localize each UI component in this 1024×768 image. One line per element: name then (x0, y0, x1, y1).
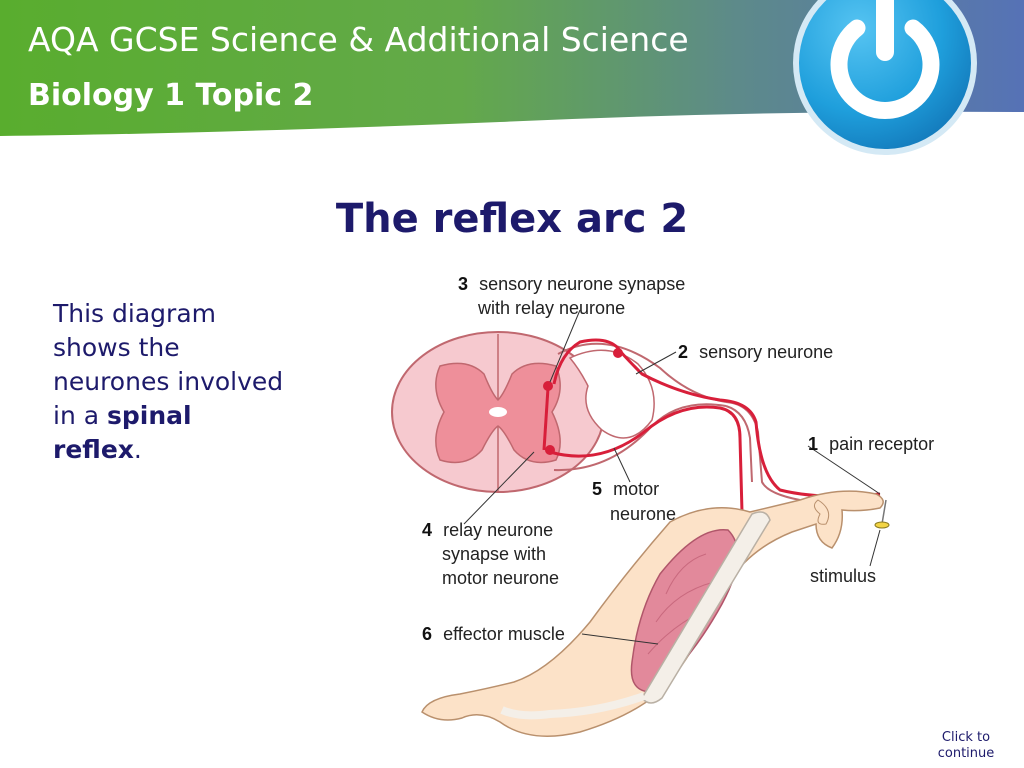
header-band (0, 0, 1024, 136)
hand (814, 499, 830, 525)
label-3: 3 sensory neurone synapse with relay neu… (458, 274, 690, 318)
humerus (641, 511, 771, 704)
desc-line-2: shows the (53, 333, 180, 362)
desc-bold-spinal: spinal (107, 401, 192, 430)
desc-line-1: This diagram (53, 299, 216, 328)
power-icon (793, 0, 977, 155)
label-5: 5 motor neurone (592, 479, 676, 524)
desc-line-5-suffix: . (133, 435, 142, 464)
continue-line-1: Click to (941, 730, 991, 745)
relay-neurone (542, 387, 550, 451)
desc-line-4: in a (53, 401, 108, 430)
course-title: AQA GCSE Science & Additional Science (28, 20, 689, 59)
slide-title: The reflex arc 2 (335, 196, 689, 242)
arm (421, 490, 890, 737)
reflex-arc-diagram: 3 sensory neurone synapse with relay neu… (391, 274, 934, 737)
continue-button[interactable]: Click to continue (926, 730, 1006, 762)
label-4: 4 relay neurone synapse with motor neuro… (422, 520, 559, 588)
desc-bold-reflex: reflex (53, 435, 134, 464)
label-6: 6 effector muscle (422, 624, 565, 644)
forearm-bone (500, 692, 646, 720)
label-1: 1 pain receptor (808, 434, 934, 454)
spinal-cord (391, 331, 727, 493)
label-2: 2 sensory neurone (678, 342, 833, 362)
label-stimulus: stimulus (810, 566, 876, 586)
muscle (630, 528, 739, 693)
desc-line-3: neurones involved (53, 367, 284, 396)
continue-line-2: continue (937, 746, 995, 761)
description-text: This diagram shows the neurones involved… (53, 297, 333, 467)
sensory-neurone (552, 338, 881, 498)
topic-subtitle: Biology 1 Topic 2 (28, 78, 314, 113)
